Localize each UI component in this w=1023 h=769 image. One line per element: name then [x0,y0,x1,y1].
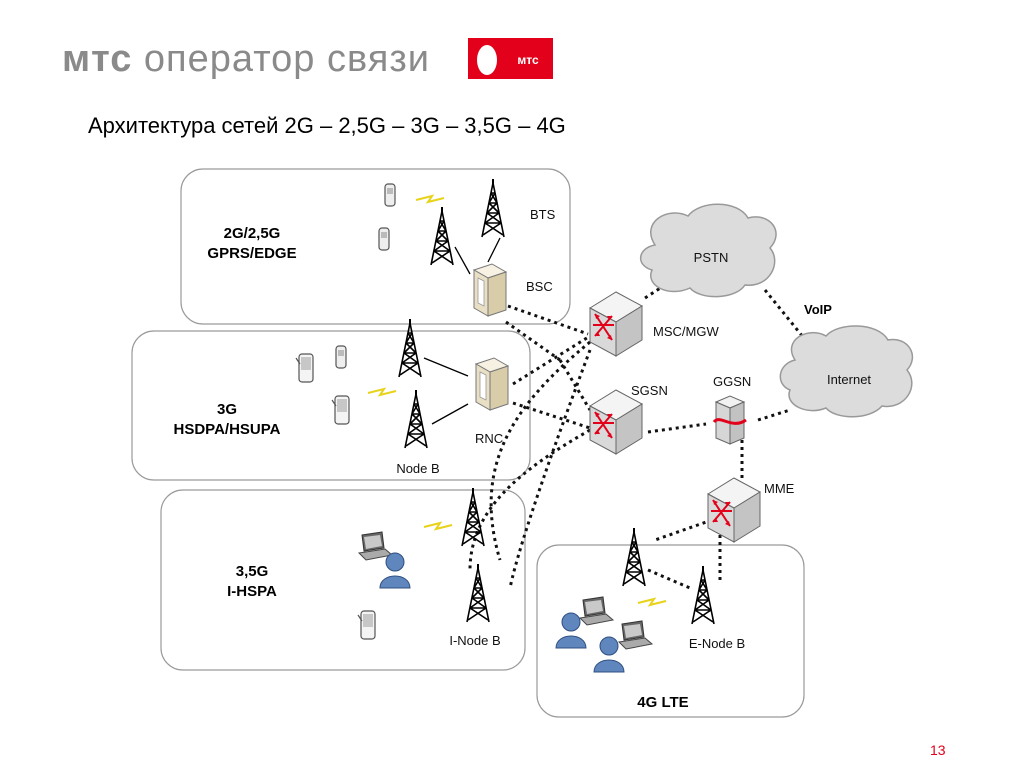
brand-wordmark: мтс оператор связи [62,38,430,81]
msc-mgw-switch-icon [589,291,643,357]
rnc-server-icon [475,357,509,411]
zone-35g-title: 3,5G [236,563,269,580]
zone-3g-box [131,330,531,481]
mts-logo: мтс [468,38,553,79]
slide-title: Архитектура сетей 2G – 2,5G – 3G – 3,5G … [88,113,566,138]
zone-35g-subtitle: I-HSPA [227,583,277,600]
brand-tagline: оператор связи [132,38,430,80]
mobile-phone-icon [384,183,396,207]
bts-label: BTS [530,207,556,222]
zone-4g-box [536,544,805,718]
voip-label: VoIP [804,302,832,317]
internet-cloud: Internet [779,325,914,418]
pstn-label: PSTN [694,250,729,265]
node-b-label: Node B [396,461,439,476]
ggsn-router-icon [712,394,748,446]
zone-3g-title: 3G [217,401,237,418]
pda-icon [295,353,314,383]
msc-mgw-label: MSC/MGW [653,324,719,339]
zone-3g-subtitle: HSDPA/HSUPA [174,421,281,438]
zone-4g-title: 4G LTE [637,694,688,711]
mme-switch-icon [707,477,761,543]
pstn-cloud: PSTN [640,203,777,298]
mobile-phone-icon [378,227,390,251]
internet-label: Internet [827,372,871,387]
ggsn-label: GGSN [713,374,751,389]
i-node-b-label: I-Node B [449,633,500,648]
rnc-label: RNC [475,431,503,446]
zone-2g-box [180,168,571,325]
page-number: 13 [930,742,946,758]
sgsn-switch-icon [589,389,643,455]
logo-text: мтс [517,53,539,67]
bsc-server-icon [473,263,507,317]
sgsn-label: SGSN [631,383,668,398]
pda-icon [357,610,376,640]
mobile-phone-icon [335,345,347,369]
pda-icon [331,395,350,425]
bsc-label: BSC [526,279,553,294]
zone-2g-subtitle: GPRS/EDGE [207,245,296,262]
mme-label: MME [764,481,795,496]
e-node-b-label: E-Node B [689,636,745,651]
brand-name: мтс [62,38,133,80]
zone-35g-box [160,489,526,671]
zone-2g-title: 2G/2,5G [224,225,281,242]
